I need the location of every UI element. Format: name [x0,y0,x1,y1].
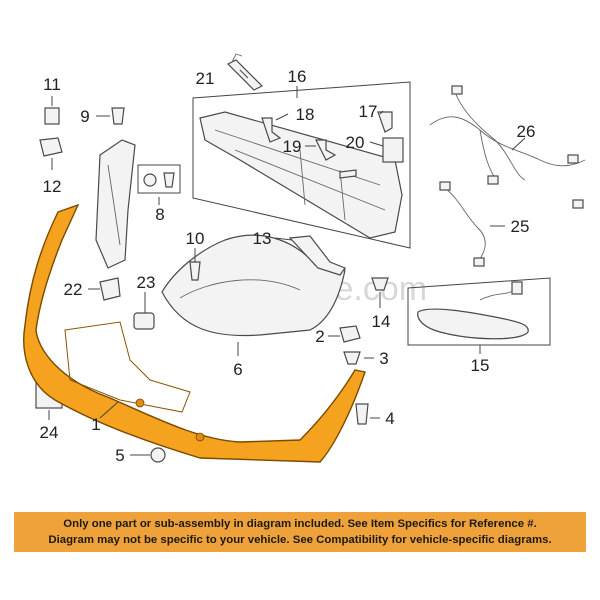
clip-8a [143,173,157,187]
lamp-wire [479,289,516,301]
clip-2 [339,325,361,343]
leader-lines [48,69,526,456]
callout-14: 14 [372,312,391,331]
clip-box-8 [137,164,181,194]
callout-12: 12 [43,177,62,196]
harness-wire-3 [479,129,496,179]
fog-lamp [417,308,529,340]
leader-17 [379,110,384,115]
beam-detail [214,129,386,221]
leader-13 [274,237,293,241]
connector-26b [567,154,579,164]
callout-13: 13 [253,229,272,248]
notice-line-1: Only one part or sub-assembly in diagram… [63,518,537,530]
nut-3 [343,351,361,365]
callout-22: 22 [64,280,83,299]
callout-17: 17 [359,102,378,121]
callout-18: 18 [296,105,315,124]
lamp-assembly [407,277,551,346]
bracket-21-wire [231,53,243,63]
callout-20: 20 [346,133,365,152]
side-bracket-detail [107,164,121,246]
bumper-sensor-hole-1 [135,398,145,408]
lamp-bulb [511,281,523,295]
clip-11 [44,107,60,125]
bracket-13 [288,235,346,276]
assembly-outline [192,81,411,249]
connector-25b [473,257,485,267]
callout-21: 21 [196,69,215,88]
callouts: 11 9 12 8 10 21 16 18 17 19 20 26 25 13 … [40,67,536,465]
bumper-cover [23,203,366,463]
notice-banner: Only one part or sub-assembly in diagram… [14,512,586,552]
leader-26 [511,137,526,151]
callout-19: 19 [283,137,302,156]
callout-23: 23 [137,273,156,292]
harness-wire-2 [454,91,526,181]
sensor-23 [133,312,155,330]
screw-10 [189,261,201,281]
leader-1 [99,401,119,419]
bracket-17 [377,111,393,133]
connector-25a [439,181,451,191]
side-cover [161,234,346,337]
bumper-sensor-hole-2 [195,432,205,442]
sensor-wire-25 [444,187,486,263]
bolt-16 [339,169,357,179]
connector-26c [487,175,499,185]
side-bracket [95,139,136,269]
bumper-cover-recess [64,321,191,413]
callout-24: 24 [40,423,59,442]
screw-4 [355,403,369,425]
callout-11: 11 [43,75,61,94]
bolt-14 [371,277,389,291]
lamp-box-outline [407,277,551,346]
callout-9: 9 [80,107,89,126]
bolt-9 [111,107,125,125]
callout-1: 1 [91,415,100,434]
notice-line-2: Diagram may not be specific to your vehi… [48,534,552,546]
leader-18 [275,113,289,121]
callout-5: 5 [115,446,124,465]
wiring-harness [429,85,586,209]
nut-12 [39,137,63,157]
callout-2: 2 [315,327,324,346]
callout-25: 25 [511,217,530,236]
callout-6: 6 [233,360,242,379]
callout-8: 8 [155,205,164,224]
reinforcement-beam [199,111,403,239]
plate-20 [382,137,404,163]
connector-26a [451,85,463,95]
callout-4: 4 [385,409,394,428]
connector-26d [572,199,584,209]
callout-3: 3 [379,349,388,368]
leader-21 [239,69,249,79]
callout-10: 10 [186,229,205,248]
grommet-5 [150,447,166,463]
callout-15: 15 [471,356,490,375]
leader-20 [369,141,384,147]
callout-16: 16 [288,67,307,86]
callout-26: 26 [517,122,536,141]
sensor-22 [99,277,121,301]
clip-8b [163,172,175,188]
side-cover-detail [179,279,301,299]
harness-wire-1 [429,116,586,167]
bracket-18 [261,117,282,143]
reinforcement-assembly [192,81,411,249]
bracket-19 [315,139,337,161]
